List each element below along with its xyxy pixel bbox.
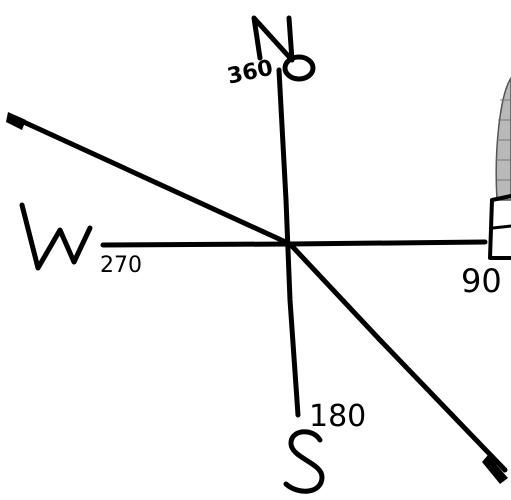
- south-degree-label: 180: [309, 399, 366, 434]
- arrow-tail-mark: [6, 112, 26, 130]
- south-letter-strokes: [283, 429, 325, 494]
- north-letter-strokes: [251, 15, 295, 63]
- west-letter-strokes: [19, 202, 93, 271]
- east-degree-label: 90: [461, 262, 502, 300]
- right-edge-object: [488, 76, 511, 260]
- north-south-axis: [276, 67, 301, 418]
- west-degree-label: 270: [100, 253, 142, 278]
- bearing-line: [12, 115, 508, 473]
- north-degree-label: 360: [225, 56, 275, 90]
- arrow-head-mark: [482, 455, 508, 484]
- north-circle-mark: [282, 54, 316, 82]
- east-west-axis: [100, 239, 488, 248]
